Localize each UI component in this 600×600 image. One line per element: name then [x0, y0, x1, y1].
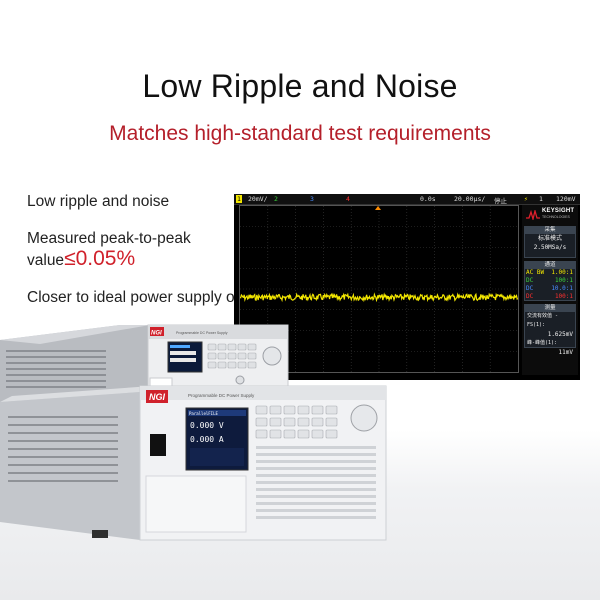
top-unit-logo: NGI [151, 331, 162, 337]
bottom-unit-current: 0.000 A [190, 435, 224, 444]
scope-status: 停止 [494, 197, 507, 205]
acquisition-header: 采集 [525, 227, 575, 234]
scope-ch4-tag: 4 [346, 195, 350, 203]
trigger-icon: ⚡ [524, 195, 528, 203]
power-switch-icon [150, 434, 166, 456]
trigger-position-marker [375, 206, 381, 210]
scope-ch3-tag: 3 [310, 195, 314, 203]
keysight-wave-icon [526, 210, 540, 220]
keysight-logo: KEYSIGHT TECHNOLOGIES [526, 207, 576, 223]
keysight-brand-name: KEYSIGHT [542, 208, 575, 214]
measurement-value-rms: 1.625mV [547, 331, 573, 338]
knob-icon [262, 346, 282, 366]
bottom-unit-status: ParallelFILE [189, 411, 218, 416]
scope-graticule [239, 206, 519, 372]
scope-trace [239, 292, 519, 303]
page-title: Low Ripple and Noise [142, 68, 458, 104]
channel-header: 通道 [525, 262, 575, 269]
acquisition-mode: 标准模式 [537, 235, 562, 242]
bottom-unit-label: Programmable DC Power Supply [188, 393, 255, 398]
measurement-value-pkpk: 11mV [558, 349, 573, 356]
scope-ch1-tag: 1 [236, 195, 242, 203]
feature-peak-to-peak-line1: Measured peak-to-peak [27, 230, 191, 247]
scope-time-div: 20.00μs/ [454, 195, 486, 203]
acquisition-box: 采集 标准模式 2.50MSa/s [524, 226, 576, 258]
ngi-logo-icon [146, 390, 168, 403]
channel-row: AC BW 1.00:1 [526, 269, 573, 276]
feature-peak-to-peak-line2: value≤0.05% [27, 247, 191, 271]
scope-volts-div: 20mV/ [248, 195, 268, 203]
keysight-brand-sub: TECHNOLOGIES [542, 215, 570, 219]
top-unit-label: Programmable DC Power Supply [176, 331, 228, 335]
feature-peak-to-peak: Measured peak-to-peak value≤0.05% [27, 229, 191, 271]
measurement-label-pkpk: 峰-峰值(1): [527, 340, 558, 346]
bottom-unit-logo: NGI [149, 392, 166, 402]
channel-box: 通道 AC BW 1.00:1 DC 100:1 DC 10.0:1 DC 10… [524, 261, 576, 301]
oscilloscope-screen: 1 20mV/ 2 3 4 0.0s 20.00μs/ 停止 ⚡ 1 120mV [234, 194, 580, 380]
measurement-label-rms: 交流有效值 - FS(1): [527, 313, 559, 328]
feature-ideal-output: Closer to ideal power supply output [27, 289, 270, 306]
scope-delay: 0.0s [420, 195, 436, 203]
feature-peak-to-peak-label: value [27, 252, 65, 269]
page-subtitle: Matches high-standard test requirements [109, 122, 491, 145]
scope-side-panel: KEYSIGHT TECHNOLOGIES 采集 标准模式 2.50MSa/s … [522, 205, 578, 375]
scope-ch2-tag: 2 [274, 195, 278, 203]
measurement-header: 测量 [525, 305, 575, 312]
channel-row: DC 100:1 [526, 277, 573, 284]
acquisition-rate: 2.50MSa/s [533, 244, 567, 251]
feature-peak-to-peak-value: ≤0.05% [64, 247, 136, 270]
feature-low-ripple: Low ripple and noise [27, 193, 170, 210]
channel-row: DC 10.0:1 [526, 285, 573, 292]
measurement-box: 测量 交流有效值 - FS(1): 1.625mV 峰-峰值(1): 11mV [524, 304, 576, 356]
knob-icon [350, 404, 378, 432]
scope-trig-ch: 1 [539, 195, 543, 203]
power-supply-bottom-unit: NGI Programmable DC Power Supply Paralle… [0, 385, 387, 541]
channel-row: DC 100:1 [526, 293, 573, 300]
ngi-logo-icon [150, 327, 164, 336]
bottom-unit-voltage: 0.000 V [190, 421, 224, 430]
scope-trig-level: 120mV [556, 195, 576, 203]
scope-top-bar: 1 20mV/ 2 3 4 0.0s 20.00μs/ 停止 ⚡ 1 120mV [234, 194, 580, 205]
